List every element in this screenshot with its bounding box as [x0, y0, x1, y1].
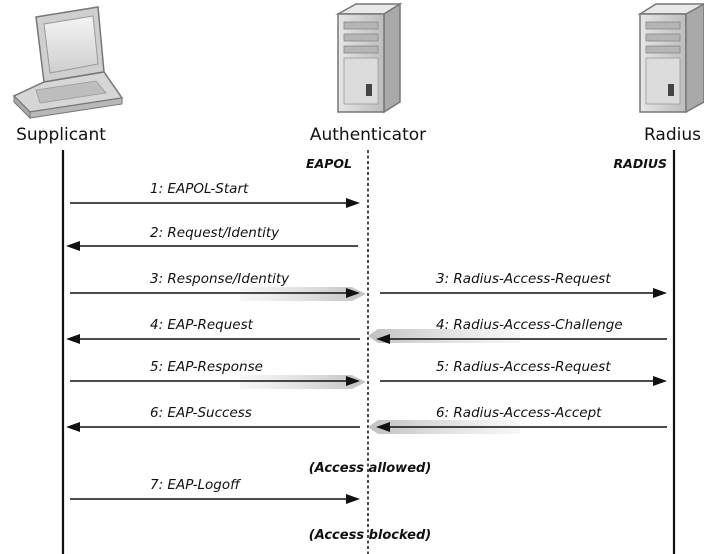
arrowhead-right: [346, 288, 360, 298]
access-blocked-note: (Access blocked): [309, 528, 431, 543]
message-5-radius-access-request: 5: Radius-Access-Request: [380, 359, 667, 386]
message-3-label: 3: Response/Identity: [150, 271, 290, 287]
radius-server-icon: [637, 3, 704, 114]
authenticator-server-icon: [335, 2, 403, 114]
message-5-eap-response: 5: EAP-Response: [70, 359, 360, 386]
arrowhead-left: [376, 422, 390, 432]
message-4-eap-request: 4: EAP-Request: [66, 317, 360, 344]
message-6-label: 6: EAP-Success: [150, 405, 252, 421]
arrowhead-left: [66, 422, 80, 432]
message-3-radius-access-request: 3: Radius-Access-Request: [380, 271, 667, 298]
laptop-icon: [12, 6, 124, 120]
arrowhead-right: [653, 376, 667, 386]
access-allowed-note: (Access allowed): [309, 461, 432, 476]
supplicant-label: Supplicant: [16, 125, 106, 145]
arrowhead-left: [66, 334, 80, 344]
arrowhead-left: [376, 334, 390, 344]
message-4-radius-label: 4: Radius-Access-Challenge: [436, 317, 623, 333]
message-6-radius-label: 6: Radius-Access-Accept: [436, 405, 602, 421]
relay-band-3: [240, 287, 366, 301]
radius-label: Radius: [644, 125, 701, 145]
message-1-label: 1: EAPOL-Start: [150, 181, 249, 197]
message-3-radius-label: 3: Radius-Access-Request: [436, 271, 611, 287]
eapol-protocol-label: EAPOL: [306, 156, 352, 171]
message-7-eap-logoff: 7: EAP-Logoff: [70, 477, 360, 504]
arrowhead-right: [653, 288, 667, 298]
message-7-label: 7: EAP-Logoff: [150, 477, 241, 493]
arrowhead-right: [346, 494, 360, 504]
message-2-request-identity: 2: Request/Identity: [66, 225, 358, 251]
message-4-radius-access-challenge: 4: Radius-Access-Challenge: [376, 317, 667, 344]
radius-protocol-label: RADIUS: [614, 156, 667, 171]
message-1-eapol-start: 1: EAPOL-Start: [70, 181, 360, 208]
message-6-eap-success: 6: EAP-Success: [66, 405, 360, 432]
message-5-radius-label: 5: Radius-Access-Request: [436, 359, 611, 375]
message-6-radius-access-accept: 6: Radius-Access-Accept: [376, 405, 667, 432]
arrowhead-left: [66, 241, 80, 251]
message-2-label: 2: Request/Identity: [150, 225, 280, 241]
arrowhead-right: [346, 198, 360, 208]
message-5-label: 5: EAP-Response: [150, 359, 263, 375]
relay-band-5: [240, 375, 366, 389]
message-4-label: 4: EAP-Request: [150, 317, 254, 333]
authenticator-label: Authenticator: [310, 125, 426, 145]
arrowhead-right: [346, 376, 360, 386]
message-3-response-identity: 3: Response/Identity: [70, 271, 360, 298]
